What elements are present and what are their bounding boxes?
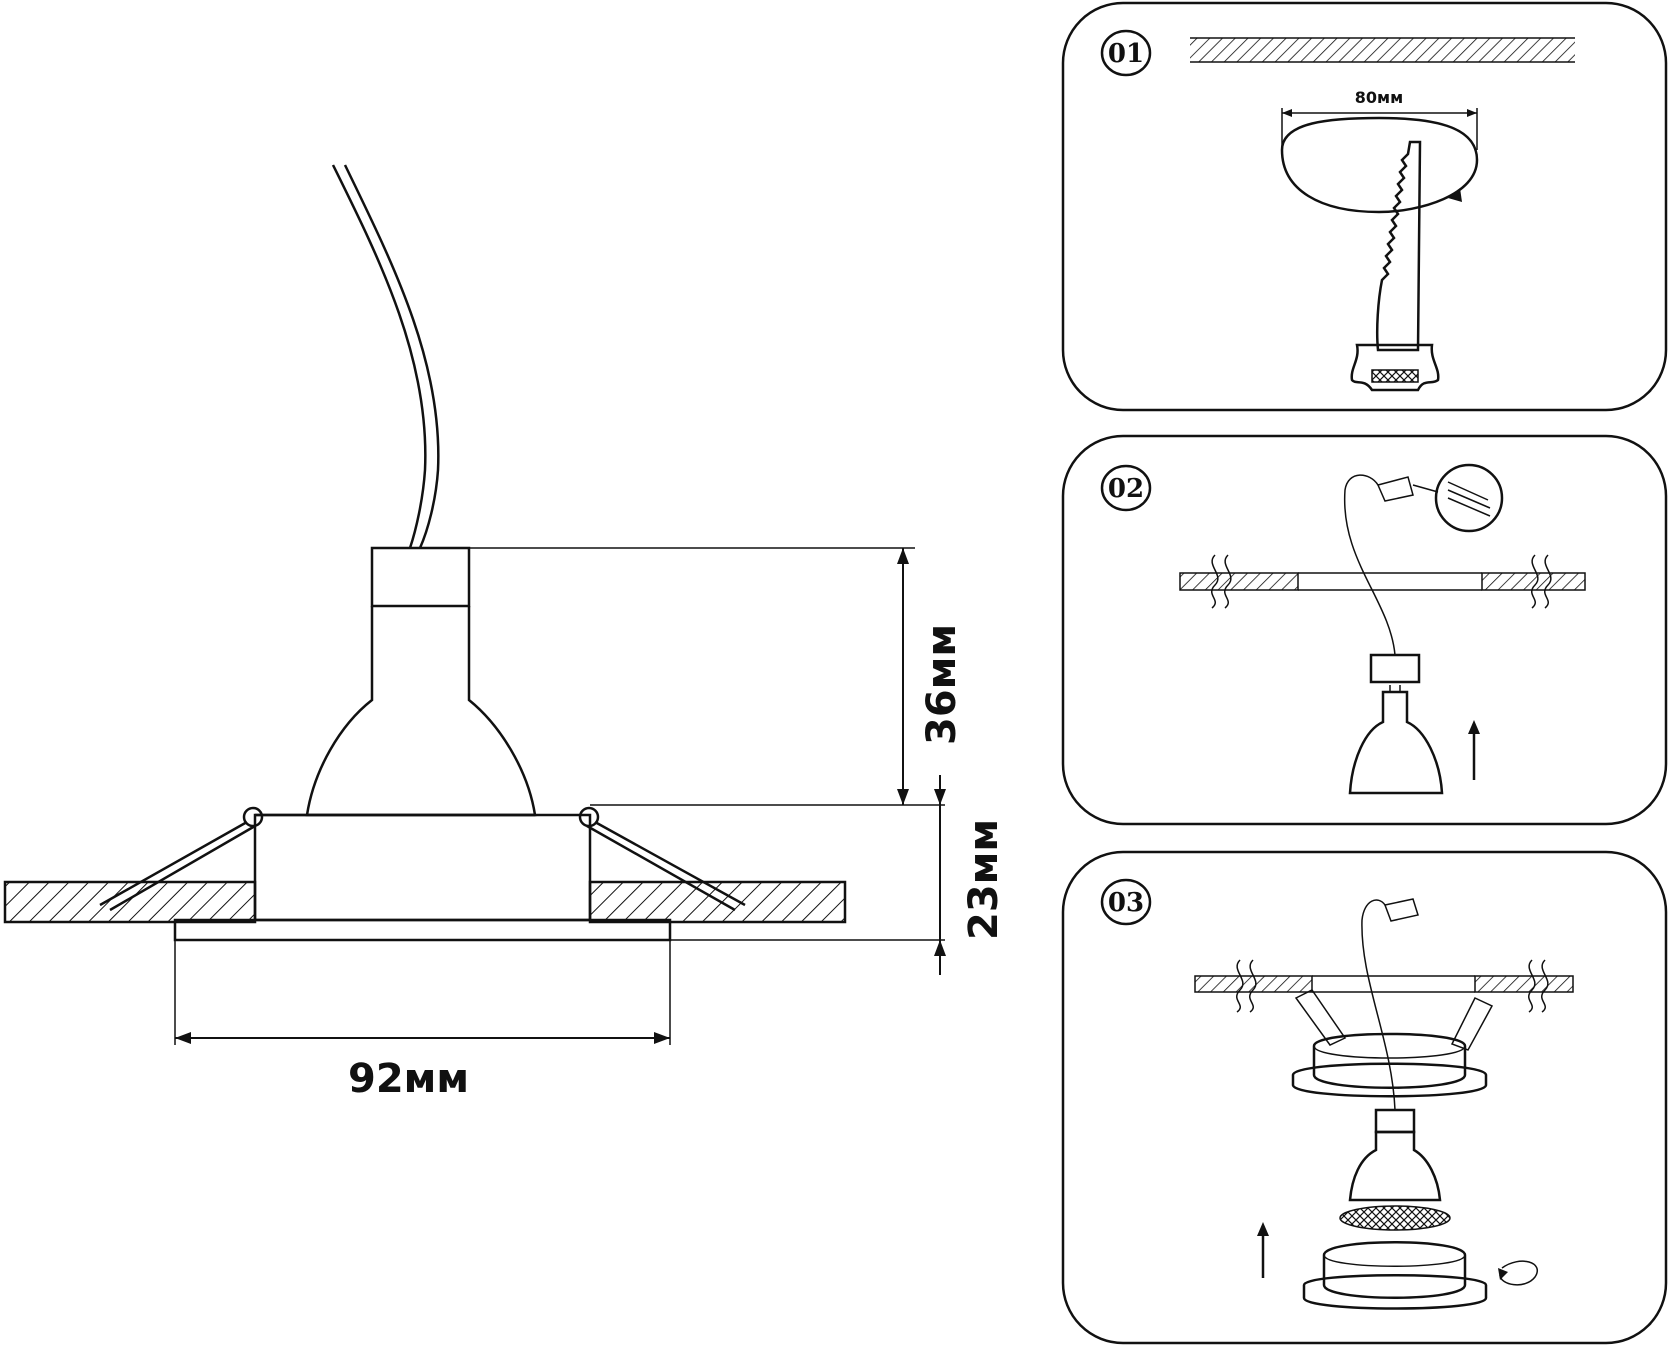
spring-clip-right xyxy=(586,820,746,912)
width-label: 92мм xyxy=(348,1056,469,1102)
step-01-dimension-label: 80мм xyxy=(1355,88,1403,107)
lamp-bulb xyxy=(305,606,537,817)
step-01-number: 01 xyxy=(1108,39,1144,69)
step-02-number: 02 xyxy=(1108,474,1144,504)
saw-icon xyxy=(1350,140,1440,392)
lamp-socket xyxy=(370,546,471,608)
step-03-panel: 03 xyxy=(1061,850,1668,1345)
height-bottom-label: 23мм xyxy=(961,819,1007,940)
ceiling-right xyxy=(588,880,847,924)
rotate-arrow xyxy=(1499,1260,1538,1286)
step-01-ceiling xyxy=(1190,38,1575,62)
step-01-panel: 01 80мм xyxy=(1061,1,1668,412)
height-top-label: 36мм xyxy=(919,624,965,745)
step-03-ring xyxy=(1322,1241,1467,1299)
cut-circle xyxy=(1280,116,1479,214)
step-03-bulb xyxy=(1348,1130,1442,1202)
step-03-housing xyxy=(1312,1032,1467,1089)
step-02-panel: 02 xyxy=(1061,434,1668,826)
main-section-drawing: 36мм 23мм 92мм xyxy=(3,164,1007,1102)
step-03-number: 03 xyxy=(1108,888,1144,918)
fixture-flange xyxy=(173,918,672,942)
step-02-socket xyxy=(1369,653,1421,684)
step-02-bulb xyxy=(1348,690,1444,795)
fixture-housing xyxy=(253,813,592,922)
power-cable xyxy=(331,164,427,549)
connector-detail xyxy=(1434,463,1504,533)
spring-clip-left xyxy=(99,820,256,912)
